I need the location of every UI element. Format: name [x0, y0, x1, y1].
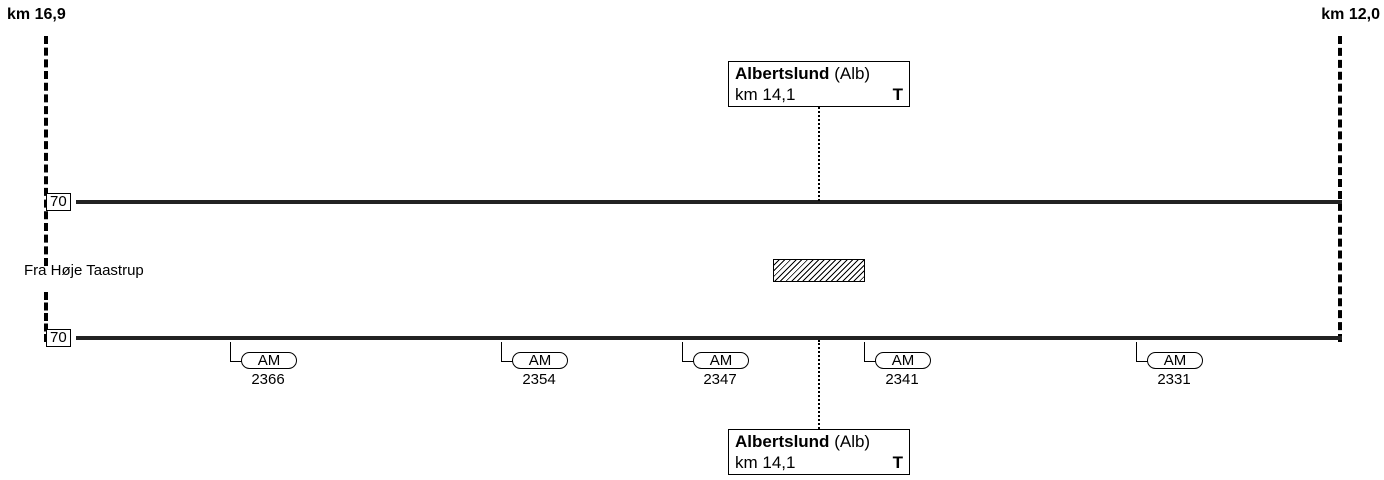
left-boundary-lower — [44, 292, 48, 342]
right-boundary — [1338, 36, 1342, 342]
station-box-top: Albertslund (Alb) km 14,1 T — [728, 61, 910, 107]
speed-limit-upper: 70 — [46, 193, 71, 211]
marker-bracket — [230, 342, 243, 362]
station-name: Albertslund — [735, 64, 830, 83]
marker-bracket — [1136, 342, 1149, 362]
marker-bracket — [682, 342, 695, 362]
lower-track — [76, 336, 1342, 340]
marker-number: 2331 — [1157, 371, 1191, 388]
am-pill: AM — [512, 352, 568, 369]
station-code: (Alb) — [834, 64, 871, 83]
marker-number: 2347 — [703, 371, 737, 388]
station-box-bottom: Albertslund (Alb) km 14,1 T — [728, 429, 910, 475]
km-start-label: km 16,9 — [7, 6, 66, 23]
marker-number: 2354 — [522, 371, 556, 388]
am-pill: AM — [875, 352, 931, 369]
station-code: (Alb) — [834, 432, 871, 451]
marker-number: 2341 — [885, 371, 919, 388]
station-name: Albertslund — [735, 432, 830, 451]
station-km: km 14,1 — [735, 453, 796, 472]
left-boundary-upper — [44, 36, 48, 266]
station-type: T — [892, 85, 903, 104]
platform-hatch — [773, 259, 865, 282]
marker-bracket — [501, 342, 514, 362]
am-pill: AM — [1147, 352, 1203, 369]
station-connector-bottom — [818, 340, 820, 429]
am-pill: AM — [693, 352, 749, 369]
origin-label: Fra Høje Taastrup — [24, 262, 144, 279]
km-end-label: km 12,0 — [1321, 6, 1380, 23]
station-km: km 14,1 — [735, 85, 796, 104]
marker-bracket — [864, 342, 877, 362]
speed-limit-lower: 70 — [46, 329, 71, 347]
upper-track — [76, 200, 1342, 204]
am-pill: AM — [241, 352, 297, 369]
marker-number: 2366 — [251, 371, 285, 388]
station-type: T — [892, 453, 903, 472]
station-connector-top — [818, 107, 820, 201]
